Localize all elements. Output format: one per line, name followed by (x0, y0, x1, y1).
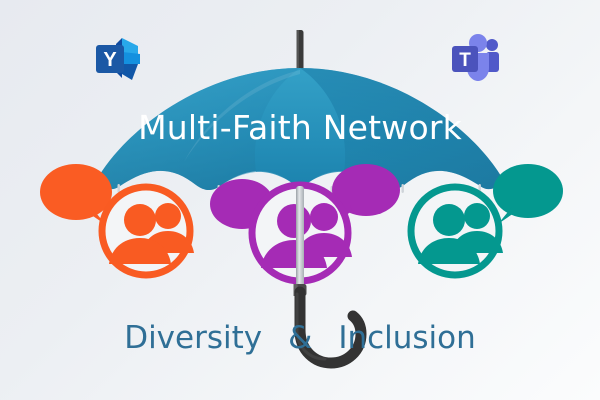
umbrella-handle-highlight (295, 292, 327, 361)
yammer-icon[interactable]: Y (88, 28, 148, 88)
people-icon (109, 203, 194, 264)
people-circle-orange (98, 183, 194, 279)
umbrella-handle (294, 286, 367, 369)
teams-letter: T (459, 50, 471, 71)
people-icon (418, 203, 503, 264)
speech-bubble-teal (493, 164, 563, 224)
yammer-letter: Y (103, 49, 117, 71)
people-circle-teal (407, 183, 503, 279)
teams-icon[interactable]: T (445, 28, 507, 90)
umbrella-canopy (96, 68, 504, 191)
